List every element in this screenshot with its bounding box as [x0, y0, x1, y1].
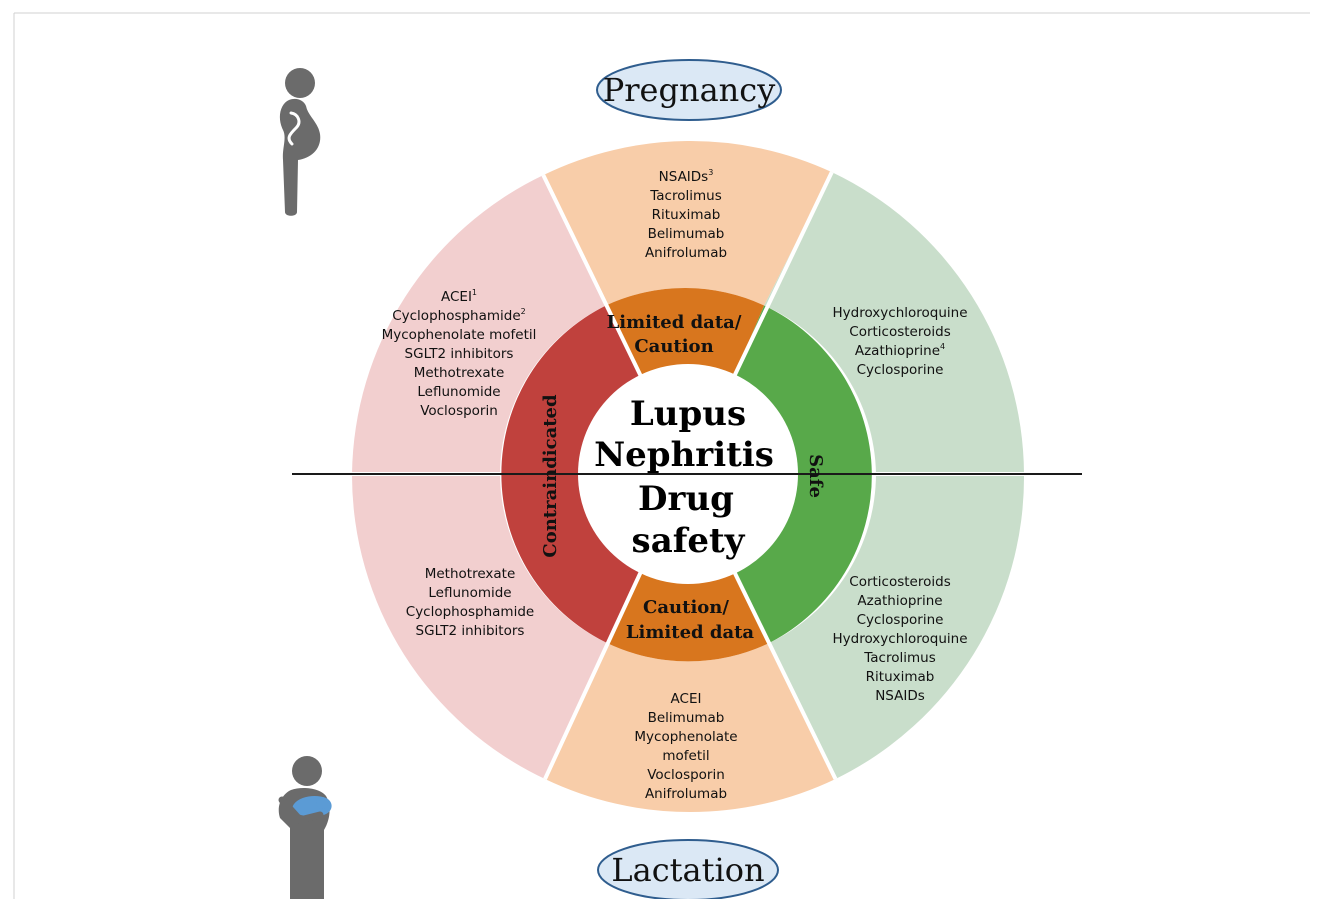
- drug-item: ACEI: [671, 691, 702, 707]
- caution-limited-data-inner-segment: [607, 571, 770, 662]
- drug-item: Cyclophosphamide2: [392, 307, 526, 324]
- pregnant-woman-icon: [279, 68, 321, 216]
- center-title-line1: Lupus: [630, 394, 746, 434]
- lactation-oval: Lactation: [597, 839, 779, 899]
- drug-item: Azathioprine: [857, 593, 942, 609]
- limited-data-label-line2: Caution: [634, 336, 713, 357]
- contraindicated-label: Contraindicated: [540, 394, 561, 558]
- drug-item: Rituximab: [652, 207, 721, 223]
- drug-item: Mycophenolate: [634, 729, 737, 745]
- drug-item: Azathioprine4: [855, 342, 945, 359]
- drug-item: Voclosporin: [647, 767, 725, 783]
- drug-item: Anifrolumab: [645, 245, 727, 261]
- drug-item: ACEI1: [441, 288, 477, 305]
- drug-item: Tacrolimus: [863, 650, 935, 666]
- lactation-contraindicated-outer-segment: [351, 474, 607, 779]
- lactation-safe-outer-segment: [769, 474, 1025, 779]
- drug-item: SGLT2 inhibitors: [405, 346, 514, 362]
- caution-label-line1: Caution/: [643, 597, 729, 618]
- pregnancy-label: Pregnancy: [603, 71, 776, 109]
- drug-item: Belimumab: [648, 710, 725, 726]
- safe-label: Safe: [805, 454, 826, 498]
- pregnancy-oval: Pregnancy: [596, 59, 782, 121]
- pregnancy-contraindicated-outer-segment: [352, 175, 607, 474]
- drug-item: Cyclosporine: [857, 612, 944, 628]
- pregnancy-safe-outer-segment: [764, 172, 1024, 474]
- center-title-line3: Drug: [638, 479, 734, 519]
- drug-item: Voclosporin: [420, 403, 498, 419]
- center-title-line2: Nephritis: [594, 435, 774, 475]
- lactation-label: Lactation: [611, 851, 764, 889]
- drug-item: NSAIDs3: [659, 168, 714, 185]
- drug-item: Leflunomide: [417, 384, 500, 400]
- drug-item: Anifrolumab: [645, 786, 727, 802]
- drug-item: Rituximab: [866, 669, 935, 685]
- center-title-line4: safety: [632, 521, 746, 561]
- lactation-caution-outer-segment: [545, 643, 836, 813]
- drug-item: Corticosteroids: [849, 574, 950, 590]
- drug-item: mofetil: [662, 748, 709, 764]
- limited-data-caution-inner-segment: [607, 288, 765, 377]
- drug-item: Methotrexate: [414, 365, 505, 381]
- drug-item: NSAIDs: [875, 688, 925, 704]
- drug-item: Hydroxychloroquine: [832, 305, 967, 321]
- drug-item: Corticosteroids: [849, 324, 950, 340]
- drug-item: Belimumab: [648, 226, 725, 242]
- drug-item: Tacrolimus: [649, 188, 721, 204]
- breastfeeding-woman-icon: [278, 756, 332, 899]
- drug-item: Mycophenolate mofetil: [382, 327, 537, 343]
- drug-item: SGLT2 inhibitors: [416, 623, 525, 639]
- drug-item: Methotrexate: [425, 566, 516, 582]
- drug-item: Hydroxychloroquine: [832, 631, 967, 647]
- drug-item: Cyclosporine: [857, 362, 944, 378]
- drug-item: Cyclophosphamide: [406, 604, 534, 620]
- pregnancy-caution-outer-segment: [543, 141, 832, 306]
- drug-item: Leflunomide: [428, 585, 511, 601]
- caution-label-line2: Limited data: [626, 622, 755, 643]
- limited-data-label-line1: Limited data/: [607, 312, 742, 333]
